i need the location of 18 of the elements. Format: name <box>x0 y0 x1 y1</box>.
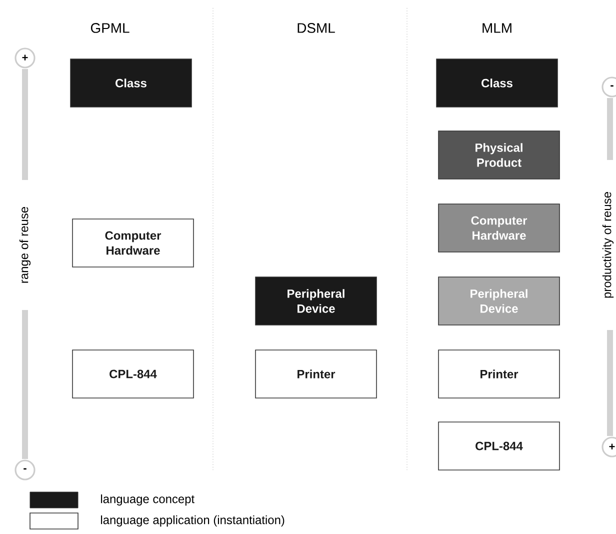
scale-label: range of reuse <box>17 204 33 286</box>
concept-box: Peripheral Device <box>255 276 377 326</box>
concept-box: Peripheral Device <box>438 276 560 326</box>
concept-box: Class <box>436 58 558 108</box>
concept-box: CPL-844 <box>438 422 560 470</box>
concept-box: Class <box>70 58 192 108</box>
column-heading: GPML <box>88 21 132 35</box>
concept-box: CPL-844 <box>72 350 194 398</box>
column-heading: DSML <box>294 21 338 35</box>
concept-box: Printer <box>255 350 377 398</box>
concept-box: Physical Product <box>438 130 560 180</box>
concept-box: Computer Hardware <box>438 204 560 252</box>
concept-box: Computer Hardware <box>72 218 194 268</box>
column-heading: MLM <box>480 21 514 35</box>
legend-text: language application (instantiation) <box>101 515 284 527</box>
legend-text: language concept <box>101 494 194 506</box>
concept-box: Printer <box>438 350 560 398</box>
scale-label: productivity of reuse <box>600 190 616 300</box>
